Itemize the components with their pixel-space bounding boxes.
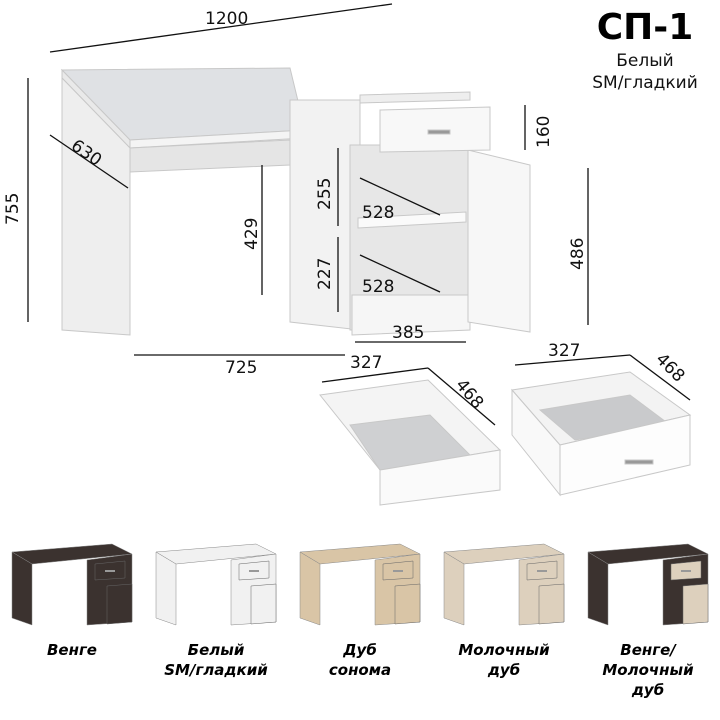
dim-shelf-lower-depth: 528 — [362, 277, 394, 297]
dim-knee-width: 725 — [225, 358, 257, 378]
variant-label: Дуб сонома — [328, 641, 392, 679]
dim-shelf-lower-height: 227 — [315, 258, 335, 290]
desk-drawing — [60, 67, 692, 506]
dim-shelf-upper-height: 255 — [315, 178, 335, 210]
dim-drawer1-width: 327 — [350, 353, 382, 373]
desk-thumbnail — [299, 543, 421, 626]
variant-label: Венге — [47, 641, 97, 659]
dim-height: 755 — [3, 193, 23, 225]
color-variant[interactable]: Дуб сонома — [288, 530, 432, 680]
color-variant[interactable]: Белый SM/гладкий — [144, 530, 288, 680]
desk-thumbnail — [155, 543, 277, 626]
variant-label: Молочный дуб — [458, 641, 550, 679]
color-variant[interactable]: Венге/ Молочный дуб — [576, 530, 720, 700]
dim-door-height: 486 — [568, 238, 588, 270]
color-variants: Венге Белый SM/гладкий Дуб сонома Молочный … — [0, 530, 720, 720]
dim-drawer-front-height: 160 — [534, 116, 554, 148]
color-name-line1: Белый — [616, 51, 674, 71]
variant-label: Белый SM/гладкий — [164, 641, 268, 679]
product-title: СП-1 Белый SM/гладкий — [580, 6, 710, 94]
dim-shelf-upper-depth: 528 — [362, 203, 394, 223]
dim-pedestal-width: 385 — [392, 323, 424, 343]
dim-width: 1200 — [205, 9, 248, 29]
dimension-lines — [27, 3, 691, 426]
desk-thumbnail — [587, 543, 709, 626]
color-variant[interactable]: Молочный дуб — [432, 530, 576, 680]
dim-drawer2-width: 327 — [548, 341, 580, 361]
desk-dimension-diagram: 1200 755 630 429 725 255 528 227 528 385… — [3, 3, 692, 506]
color-variant[interactable]: Венге — [0, 530, 144, 660]
dimension-labels: 1200 755 630 429 725 255 528 227 528 385… — [3, 9, 689, 413]
desk-thumbnail — [11, 543, 133, 626]
dim-drawer2-depth: 468 — [651, 349, 688, 386]
dim-knee-height: 429 — [242, 218, 262, 250]
color-name-line2: SM/гладкий — [592, 73, 698, 93]
variant-label: Венге/ Молочный дуб — [602, 641, 694, 699]
model-code: СП-1 — [596, 7, 694, 48]
desk-thumbnail — [443, 543, 565, 626]
